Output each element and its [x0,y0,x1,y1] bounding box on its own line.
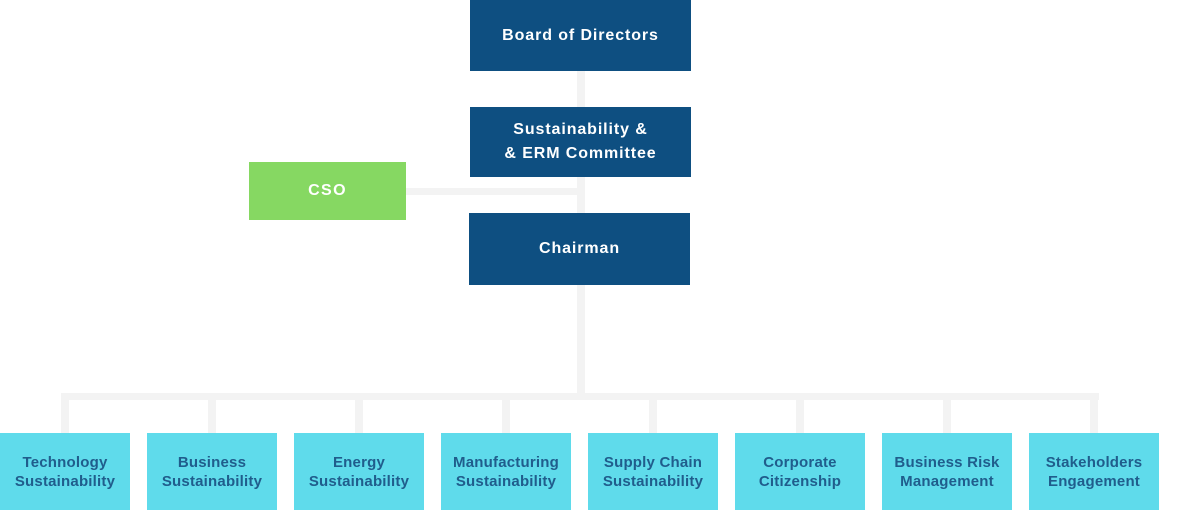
dept-label-line: Business [177,453,247,471]
connector-stub-manufacturing [502,393,510,433]
dept-label-line: Citizenship [758,472,842,490]
node-committee-label-line1: Sustainability & [513,121,648,138]
connector-stub-supply-chain [649,393,657,433]
node-board-label: Board of Directors [502,26,659,44]
node-chairman-label: Chairman [539,240,620,257]
node-business-risk-management: Business Risk Management [882,433,1012,510]
dept-label-line: Sustainability [455,472,557,490]
dept-label-line: Engagement [1047,472,1140,490]
node-board-of-directors: Board of Directors [470,0,691,71]
connector-committee-to-chairman [577,177,585,213]
node-corporate-citizenship: Corporate Citizenship [735,433,865,510]
dept-label-line: Management [900,472,994,490]
node-sustainability-erm-committee: Sustainability & & ERM Committee [470,107,691,177]
node-supply-chain-sustainability: Supply Chain Sustainability [588,433,718,510]
dept-label-line: Technology [22,453,108,471]
dept-label-line: Business Risk [894,453,1000,471]
node-chairman: Chairman [469,213,690,285]
node-cso: CSO [249,162,406,220]
dept-label-line: Energy [332,453,386,471]
dept-label-line: Sustainability [161,472,263,490]
node-technology-sustainability: Technology Sustainability [0,433,130,510]
connector-stub-stakeholders [1090,393,1098,433]
dept-label-line: Sustainability [14,472,116,490]
node-manufacturing-sustainability: Manufacturing Sustainability [441,433,571,510]
node-energy-sustainability: Energy Sustainability [294,433,424,510]
node-business-sustainability: Business Sustainability [147,433,277,510]
connector-horizontal-rail [61,393,1099,400]
node-cso-label: CSO [308,182,347,199]
connector-board-to-committee [577,71,585,107]
connector-stub-business [208,393,216,433]
dept-label-line: Stakeholders [1045,453,1143,471]
node-committee-label-line2: & ERM Committee [504,145,657,162]
dept-label-line: Sustainability [602,472,704,490]
dept-label-line: Corporate [763,453,837,471]
connector-chairman-to-rail [577,285,585,400]
connector-stub-technology [61,393,69,433]
node-stakeholders-engagement: Stakeholders Engagement [1029,433,1159,510]
connector-stub-business-risk [943,393,951,433]
connector-stub-energy [355,393,363,433]
dept-label-line: Manufacturing [453,453,559,471]
connector-stub-corporate [796,393,804,433]
dept-label-line: Sustainability [308,472,410,490]
connector-cso-branch [406,188,581,195]
dept-label-line: Supply Chain [603,453,703,471]
